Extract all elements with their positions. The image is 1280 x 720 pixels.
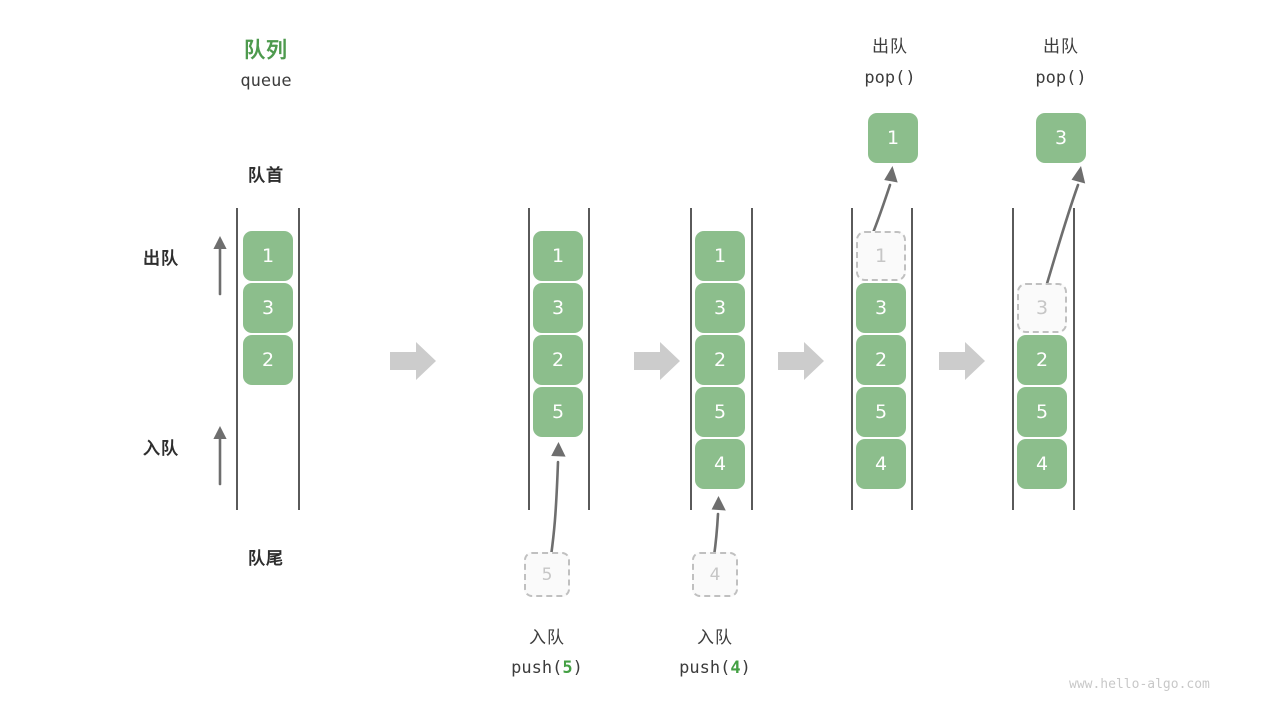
step-arrow-icon bbox=[939, 340, 987, 382]
queue-cell: 1 bbox=[243, 231, 293, 281]
queue-cell: 2 bbox=[533, 335, 583, 385]
queue-rail-right-col5 bbox=[1073, 208, 1075, 510]
push-op-label: 入队 bbox=[529, 628, 565, 648]
enqueue-direction-arrow-icon bbox=[208, 424, 232, 486]
front-label: 队首 bbox=[248, 166, 284, 186]
queue-cell: 3 bbox=[695, 283, 745, 333]
step-arrow-icon bbox=[390, 340, 438, 382]
pop-op-label: 出队 bbox=[1043, 37, 1079, 57]
queue-cell: 5 bbox=[856, 387, 906, 437]
step-arrow-icon bbox=[634, 340, 682, 382]
queue-cell: 5 bbox=[1017, 387, 1067, 437]
queue-title-code: queue bbox=[240, 71, 292, 91]
queue-cell: 1 bbox=[695, 231, 745, 281]
push-ghost-cell: 4 bbox=[692, 552, 738, 597]
queue-rail-left-col4 bbox=[851, 208, 853, 510]
queue-cell: 3 bbox=[856, 283, 906, 333]
queue-cell-new: 4 bbox=[695, 439, 745, 489]
push-code-value: 4 bbox=[730, 658, 741, 678]
push-arrow-icon bbox=[688, 490, 748, 560]
queue-cell: 4 bbox=[1017, 439, 1067, 489]
push-code-value: 5 bbox=[562, 658, 573, 678]
queue-rail-left-col3 bbox=[690, 208, 692, 510]
queue-rail-right-col3 bbox=[751, 208, 753, 510]
queue-rail-right-col1 bbox=[298, 208, 300, 510]
queue-title-cn: 队列 bbox=[244, 38, 288, 62]
push-code-prefix: push( bbox=[679, 658, 731, 678]
queue-rail-left-col2 bbox=[528, 208, 530, 510]
queue-cell: 1 bbox=[533, 231, 583, 281]
queue-cell: 5 bbox=[695, 387, 745, 437]
queue-cell: 4 bbox=[856, 439, 906, 489]
queue-cell: 3 bbox=[533, 283, 583, 333]
queue-rail-left-col5 bbox=[1012, 208, 1014, 510]
push-code-prefix: push( bbox=[511, 658, 563, 678]
queue-cell: 2 bbox=[243, 335, 293, 385]
push-code-suffix: ) bbox=[740, 658, 751, 678]
queue-cell: 2 bbox=[856, 335, 906, 385]
dequeue-side-label: 出队 bbox=[143, 249, 179, 269]
pop-op-code: pop() bbox=[864, 68, 916, 88]
push-op-code: push(5) bbox=[472, 658, 622, 678]
pop-op-label: 出队 bbox=[872, 37, 908, 57]
popped-cell: 1 bbox=[868, 113, 918, 163]
queue-cell-new: 5 bbox=[533, 387, 583, 437]
popped-cell: 3 bbox=[1036, 113, 1086, 163]
step-arrow-icon bbox=[778, 340, 826, 382]
pop-op-code: pop() bbox=[1035, 68, 1087, 88]
queue-cell: 3 bbox=[243, 283, 293, 333]
queue-rail-right-col2 bbox=[588, 208, 590, 510]
rear-label: 队尾 bbox=[248, 549, 284, 569]
dequeue-direction-arrow-icon bbox=[208, 234, 232, 296]
push-op-code: push(4) bbox=[640, 658, 790, 678]
queue-rail-left-col1 bbox=[236, 208, 238, 510]
push-arrow-icon bbox=[520, 430, 590, 560]
enqueue-side-label: 入队 bbox=[143, 439, 179, 459]
push-ghost-cell: 5 bbox=[524, 552, 570, 597]
queue-rail-right-col4 bbox=[911, 208, 913, 510]
push-op-label: 入队 bbox=[697, 628, 733, 648]
queue-cell-removed: 1 bbox=[856, 231, 906, 281]
queue-cell: 2 bbox=[1017, 335, 1067, 385]
watermark: www.hello-algo.com bbox=[1069, 677, 1210, 692]
push-code-suffix: ) bbox=[572, 658, 583, 678]
queue-cell: 2 bbox=[695, 335, 745, 385]
queue-cell-removed: 3 bbox=[1017, 283, 1067, 333]
